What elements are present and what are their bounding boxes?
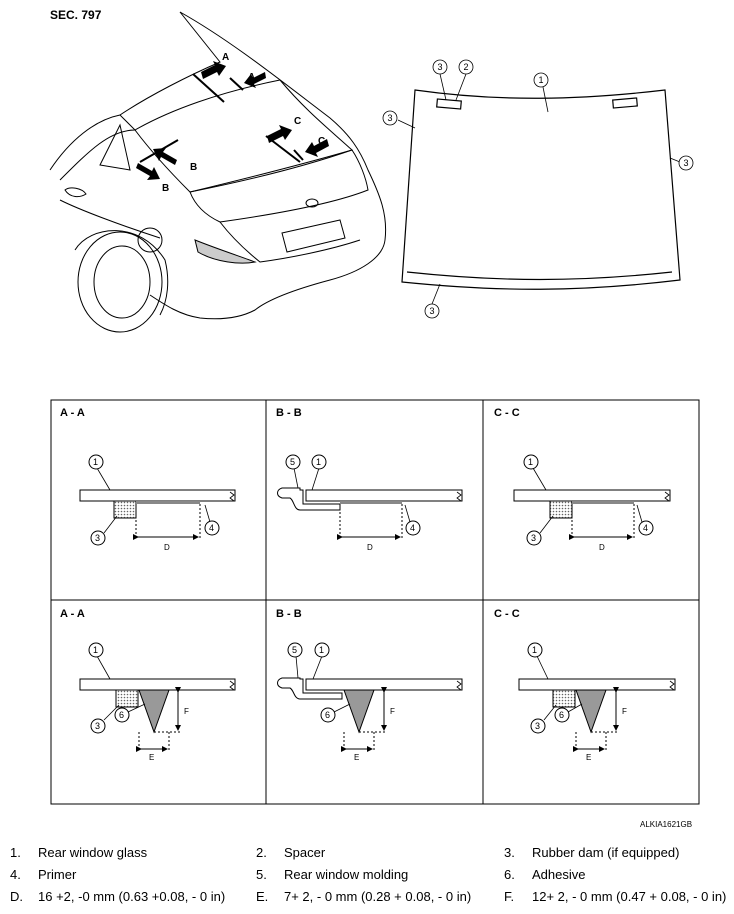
callout-b1: B (190, 162, 197, 173)
glass-callout-3b: 3 (387, 113, 392, 123)
callout-1: 1 (319, 645, 324, 655)
spacer-right (612, 97, 638, 109)
dim-label-e: E (354, 753, 359, 762)
figure-id: ALKIA1621GB (640, 820, 693, 829)
glass-callout-1: 1 (538, 75, 543, 85)
adhesive-bead (343, 689, 375, 734)
rear-wheel (77, 231, 163, 333)
car-illustration (49, 11, 387, 333)
panel-bb-adhesive: B - B F E 5 1 6 (276, 608, 463, 762)
rubber-dam (552, 689, 576, 708)
callout-1: 1 (316, 457, 321, 467)
callout-a2: A (248, 72, 255, 83)
callout-5: 5 (290, 457, 295, 467)
callout-c1: C (294, 116, 301, 127)
glass-callout-3d: 3 (429, 306, 434, 316)
rubber-dam (115, 689, 139, 708)
adhesive-bead (138, 689, 170, 734)
tail-light (194, 239, 257, 264)
panel-title: B - B (276, 407, 302, 419)
rubber-dam (113, 500, 137, 519)
primer-layer (572, 501, 634, 504)
glass-section (305, 489, 463, 502)
panel-aa-adhesive: A - A F E 1 3 6 (60, 608, 236, 762)
section-label: SEC. 797 (50, 8, 102, 22)
panel-title: A - A (60, 407, 85, 419)
glass-callout-3c: 3 (683, 158, 688, 168)
panel-cc-primer: C - C D 1 3 4 (494, 407, 671, 552)
callout-1: 1 (93, 457, 98, 467)
panel-bb-primer: B - B D 5 1 4 (276, 407, 463, 552)
callout-6: 6 (559, 710, 564, 720)
callout-5: 5 (292, 645, 297, 655)
primer-layer (340, 501, 402, 504)
dim-label-d: D (367, 543, 373, 552)
emblem-icon (305, 198, 319, 208)
panel-title: B - B (276, 608, 302, 620)
panel-title: C - C (494, 407, 520, 419)
callout-3: 3 (535, 721, 540, 731)
callout-4: 4 (209, 523, 214, 533)
section-arrows (136, 61, 329, 180)
callout-3: 3 (531, 533, 536, 543)
glass-callout-2: 2 (463, 62, 468, 72)
callout-c2: C (318, 136, 325, 147)
callout-4: 4 (643, 523, 648, 533)
fuel-lid (137, 227, 163, 253)
primer-layer (136, 501, 200, 504)
panel-title: C - C (494, 608, 520, 620)
dim-label-e: E (586, 753, 591, 762)
panel-title: A - A (60, 608, 85, 620)
rubber-dam (549, 500, 573, 519)
callout-a1: A (222, 52, 229, 63)
callout-4: 4 (410, 523, 415, 533)
dim-label-d: D (599, 543, 605, 552)
glass-section (513, 489, 671, 502)
rear-window-glass-diagram (401, 89, 681, 290)
dim-label-d: D (164, 543, 170, 552)
callout-6: 6 (119, 710, 124, 720)
callout-3: 3 (95, 533, 100, 543)
dim-label-f: F (390, 707, 395, 716)
glass-callout-3a: 3 (437, 62, 442, 72)
panel-cc-adhesive: C - C F E 1 3 6 (494, 608, 676, 762)
glass-section (79, 678, 236, 691)
panel-aa-primer: A - A D 1 3 4 (60, 407, 236, 552)
callout-1: 1 (528, 457, 533, 467)
molding-section (277, 487, 341, 511)
callout-1: 1 (532, 645, 537, 655)
dim-label-f: F (184, 707, 189, 716)
molding-section (277, 677, 343, 700)
glass-section (79, 489, 236, 502)
glass-section (305, 678, 463, 691)
section-grid (50, 399, 700, 805)
door-handle (64, 187, 87, 198)
callout-b2: B (162, 183, 169, 194)
adhesive-bead (575, 689, 607, 734)
dim-label-e: E (149, 753, 154, 762)
license-plate (281, 219, 346, 253)
dim-label-f: F (622, 707, 627, 716)
spacer-left (436, 98, 462, 110)
callout-1: 1 (93, 645, 98, 655)
section-markers (139, 73, 304, 163)
callout-6: 6 (325, 710, 330, 720)
callout-3: 3 (95, 721, 100, 731)
glass-section (518, 678, 676, 691)
